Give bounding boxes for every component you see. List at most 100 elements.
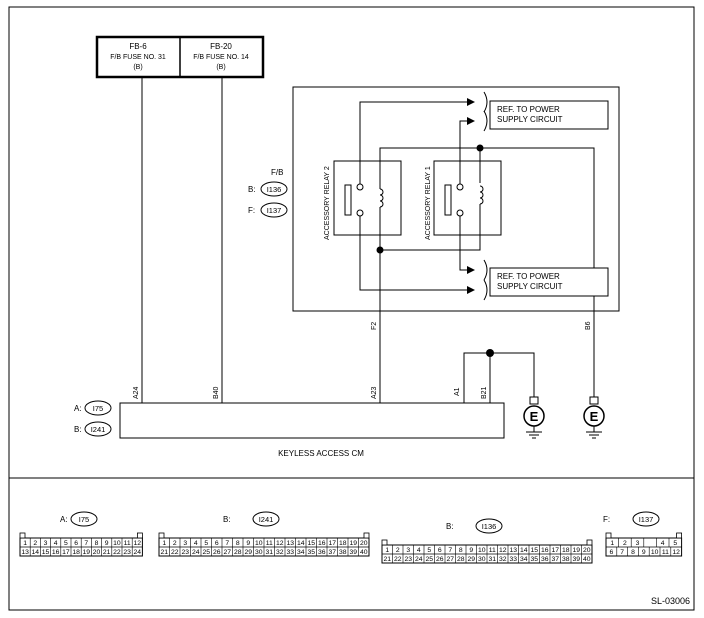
connector-pin: 23 [123, 549, 131, 556]
ref-top-line1: REF. TO POWER [497, 105, 560, 114]
connector-latch [605, 532, 612, 539]
connector-pin: 24 [415, 556, 423, 563]
connector-pin: 8 [631, 549, 635, 556]
connector-pin: 33 [509, 556, 517, 563]
module-b-connector: I241 [91, 425, 106, 434]
connector-pin: 7 [225, 540, 229, 547]
connector-pin: 9 [469, 547, 473, 554]
connector-name-outline [70, 511, 98, 527]
fb20-color-label: (B) [216, 64, 225, 71]
connector-pin: 14 [32, 549, 40, 556]
fb20-label: FB-20 [210, 42, 232, 51]
ref-power-supply-bottom: REF. TO POWER SUPPLY CIRCUIT [489, 267, 609, 297]
connector-pin: 8 [236, 540, 240, 547]
connector-pin: 10 [113, 540, 121, 547]
connector-pin: 31 [488, 556, 496, 563]
connector-pin: 4 [417, 547, 421, 554]
connector-pin: 16 [52, 549, 60, 556]
connector-pin: 19 [572, 547, 580, 554]
ground-wiring [463, 352, 535, 403]
connector-pin: 15 [307, 540, 315, 547]
connector-pin: 12 [134, 540, 142, 547]
module-a-connector: I75 [93, 404, 103, 413]
connector-pin: 20 [93, 549, 101, 556]
ref-power-supply-top: REF. TO POWER SUPPLY CIRCUIT [489, 100, 609, 130]
connector-pin: 26 [213, 549, 221, 556]
connector-pin: 37 [328, 549, 336, 556]
connector-pin: 23 [181, 549, 189, 556]
connector-latch [381, 539, 388, 546]
relay1-label: ACCESSORY RELAY 1 [425, 166, 432, 240]
connector-pin: 5 [204, 540, 208, 547]
connector-pin: 18 [72, 549, 80, 556]
connector-prefix: F: [603, 515, 610, 524]
connector-pin: 13 [286, 540, 294, 547]
connector-pin: 2 [173, 540, 177, 547]
ground-symbol-left: E [523, 396, 545, 439]
fuse-block: FB-6 F/B FUSE NO. 31 (B) FB-20 F/B FUSE … [95, 35, 265, 79]
connector-latch [363, 532, 370, 539]
fb20-fuse-label: F/B FUSE NO. 14 [193, 54, 249, 61]
fb-title: F/B [271, 168, 283, 177]
ground-junction-dot [486, 349, 494, 357]
connector-pin: 19 [349, 540, 357, 547]
connector-pin: 12 [499, 547, 507, 554]
connector-pin: 24 [134, 549, 142, 556]
connector-pin: 2 [396, 547, 400, 554]
connector-pin: 8 [459, 547, 463, 554]
connector-name: I75 [79, 515, 89, 524]
connector-pin: 21 [383, 556, 391, 563]
fb6-color-label: (B) [133, 64, 142, 71]
connector-pin: 16 [541, 547, 549, 554]
connector-pin: 39 [572, 556, 580, 563]
connector-name-outline [252, 511, 280, 527]
connector-pin: 11 [124, 540, 131, 547]
connector-name: I137 [639, 515, 654, 524]
relay2-coil [379, 188, 384, 208]
connector-pin: 17 [551, 547, 559, 554]
connector-pin: 28 [457, 556, 465, 563]
connector-pin: 11 [489, 547, 496, 554]
connector-pin: 11 [266, 540, 273, 547]
fuse-box-outline [292, 86, 620, 312]
connector-pin: 32 [499, 556, 507, 563]
connector-pin: 11 [662, 549, 669, 556]
connector-pin: 9 [246, 540, 250, 547]
pin-a23: A23 [371, 386, 378, 399]
relay1-coil [479, 185, 484, 205]
connector-latch [676, 532, 682, 539]
connector-pin: 20 [583, 547, 591, 554]
connector-pin: 17 [328, 540, 336, 547]
connector-name: I136 [482, 522, 497, 531]
connector-pin: 2 [623, 540, 627, 547]
ground-e-right: E [590, 409, 599, 424]
connector-pin: 15 [530, 547, 538, 554]
ref-bottom-line2: SUPPLY CIRCUIT [497, 282, 563, 291]
connector-pin: 21 [160, 549, 168, 556]
connector-pin: 36 [541, 556, 549, 563]
connector-pin: 7 [620, 549, 624, 556]
connector-name-outline [475, 518, 503, 534]
pin-b6: B6 [585, 321, 592, 330]
connector-pin: 4 [194, 540, 198, 547]
connector-pin: 10 [255, 540, 263, 547]
ref-bottom-line1: REF. TO POWER [497, 272, 560, 281]
connector-pin: 10 [478, 547, 486, 554]
connector-pin: 29 [244, 549, 252, 556]
fb-b-prefix: B: [248, 185, 256, 194]
pin-b40: B40 [213, 386, 220, 399]
connector-pin: 14 [520, 547, 528, 554]
connector-pin: 1 [23, 540, 27, 547]
connector-pin: 38 [339, 549, 347, 556]
connector-pin: 7 [448, 547, 452, 554]
ground-symbol-right: E [583, 396, 605, 439]
connector-pin: 28 [234, 549, 242, 556]
accessory-relay-2: ACCESSORY RELAY 2 [324, 160, 402, 240]
connector-latch [136, 532, 143, 539]
module-name: KEYLESS ACCESS CM [278, 449, 364, 458]
connector-pin: 31 [265, 549, 273, 556]
connector-pin: 5 [427, 547, 431, 554]
connector-pin: 4 [661, 540, 665, 547]
